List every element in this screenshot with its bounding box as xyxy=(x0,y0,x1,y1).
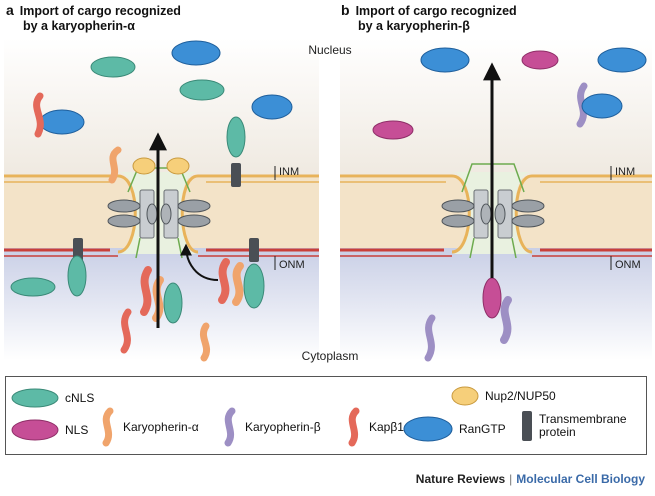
rangtp-molecule xyxy=(597,47,647,73)
nuclear-import-diagram: INM ONM xyxy=(4,38,652,363)
publisher-name: Nature Reviews xyxy=(415,472,506,486)
nup2-nup50-protein xyxy=(132,157,156,175)
transmembrane-protein-icon xyxy=(522,411,532,441)
panel-b-title-line2: by a karyopherin-β xyxy=(358,19,470,33)
cnls-cargo xyxy=(226,116,246,158)
nls-cargo xyxy=(482,277,502,319)
legend-item-nup: Nup2/NUP50 xyxy=(450,385,556,407)
nls-cargo xyxy=(521,50,559,70)
legend-item-transmembrane: Transmembrane protein xyxy=(520,409,627,443)
legend-label-karyopherin-beta: Karyopherin-β xyxy=(245,419,321,434)
rangtp-molecule xyxy=(251,94,293,120)
rangtp-icon xyxy=(403,416,453,442)
journal-credit: Nature Reviews|Molecular Cell Biology xyxy=(416,472,645,486)
transmembrane-protein xyxy=(231,163,241,187)
panel-b-letter: b xyxy=(341,2,350,18)
nls-icon xyxy=(11,419,59,441)
rangtp-molecule xyxy=(581,93,623,119)
inm-label-b: INM xyxy=(615,166,635,178)
kapb1-protein xyxy=(120,308,132,354)
kapb1-protein xyxy=(33,92,44,138)
karyopherin-alpha-protein xyxy=(199,322,211,362)
legend-label-kapb1: Kapβ1 xyxy=(369,419,404,434)
panel-a-title: a Import of cargo recognized by a karyoph… xyxy=(6,3,181,34)
nup2-nup50-protein xyxy=(166,157,190,175)
cnls-cargo xyxy=(10,277,56,297)
legend-label-nup: Nup2/NUP50 xyxy=(485,388,556,403)
transmembrane-protein xyxy=(249,238,259,262)
legend-item-rangtp: RanGTP xyxy=(402,415,506,443)
legend-label-transmembrane: Transmembrane protein xyxy=(539,412,627,439)
nuclear-pore-complex-b xyxy=(441,163,545,259)
inm-label-a: INM xyxy=(279,166,299,178)
rangtp-molecule xyxy=(171,40,221,66)
kapb1-protein xyxy=(140,266,152,316)
karyopherin-beta-protein xyxy=(424,314,436,362)
legend-item-kapb1: Kapβ1 xyxy=(344,407,404,447)
cnls-cargo xyxy=(67,255,87,297)
panel-a-title-line2: by a karyopherin-α xyxy=(23,19,135,33)
legend-item-cnls: cNLS xyxy=(10,387,94,409)
nls-cargo xyxy=(372,120,414,140)
credit-separator: | xyxy=(509,472,513,486)
cnls-cargo xyxy=(243,263,265,309)
legend-label-nls: NLS xyxy=(65,422,89,437)
legend-item-karyopherin-alpha: Karyopherin-α xyxy=(98,407,199,447)
journal-name: Molecular Cell Biology xyxy=(516,472,645,486)
nucleus-label: Nucleus xyxy=(308,43,351,57)
cnls-icon xyxy=(11,388,59,408)
legend-label-karyopherin-alpha: Karyopherin-α xyxy=(123,419,199,434)
legend-box: cNLS Nup2/NUP50 NLS Karyopherin-α Karyop… xyxy=(5,376,647,455)
cnls-cargo xyxy=(163,282,183,324)
rangtp-molecule xyxy=(420,47,470,73)
karyopherin-alpha-protein xyxy=(232,262,244,306)
karyopherin-beta-protein xyxy=(500,296,512,344)
nup2-nup50-icon xyxy=(451,386,479,406)
karyopherin-beta-icon xyxy=(224,407,236,447)
cnls-cargo xyxy=(90,56,136,78)
kapb1-icon xyxy=(348,407,360,447)
panel-b-diagram: INM ONM xyxy=(340,38,652,362)
karyopherin-alpha-icon xyxy=(102,407,114,447)
onm-label-a: ONM xyxy=(279,259,305,271)
onm-label-b: ONM xyxy=(615,259,641,271)
legend-item-nls: NLS xyxy=(10,417,88,443)
panel-a-diagram: INM ONM xyxy=(4,38,319,362)
karyopherin-alpha-protein xyxy=(108,146,122,184)
legend-label-rangtp: RanGTP xyxy=(459,421,506,436)
cnls-cargo xyxy=(179,79,225,101)
legend-item-karyopherin-beta: Karyopherin-β xyxy=(220,407,321,447)
panel-b-title-line1: Import of cargo recognized xyxy=(355,4,517,18)
rangtp-molecule xyxy=(39,109,85,135)
panel-a-letter: a xyxy=(6,2,14,18)
panel-a-title-line1: Import of cargo recognized xyxy=(19,4,181,18)
panel-b-title: b Import of cargo recognized by a karyoph… xyxy=(341,3,517,34)
kapb1-protein xyxy=(218,258,230,304)
transport-curved-arrow xyxy=(180,243,219,281)
cytoplasm-label: Cytoplasm xyxy=(302,349,359,363)
legend-label-cnls: cNLS xyxy=(65,390,95,405)
